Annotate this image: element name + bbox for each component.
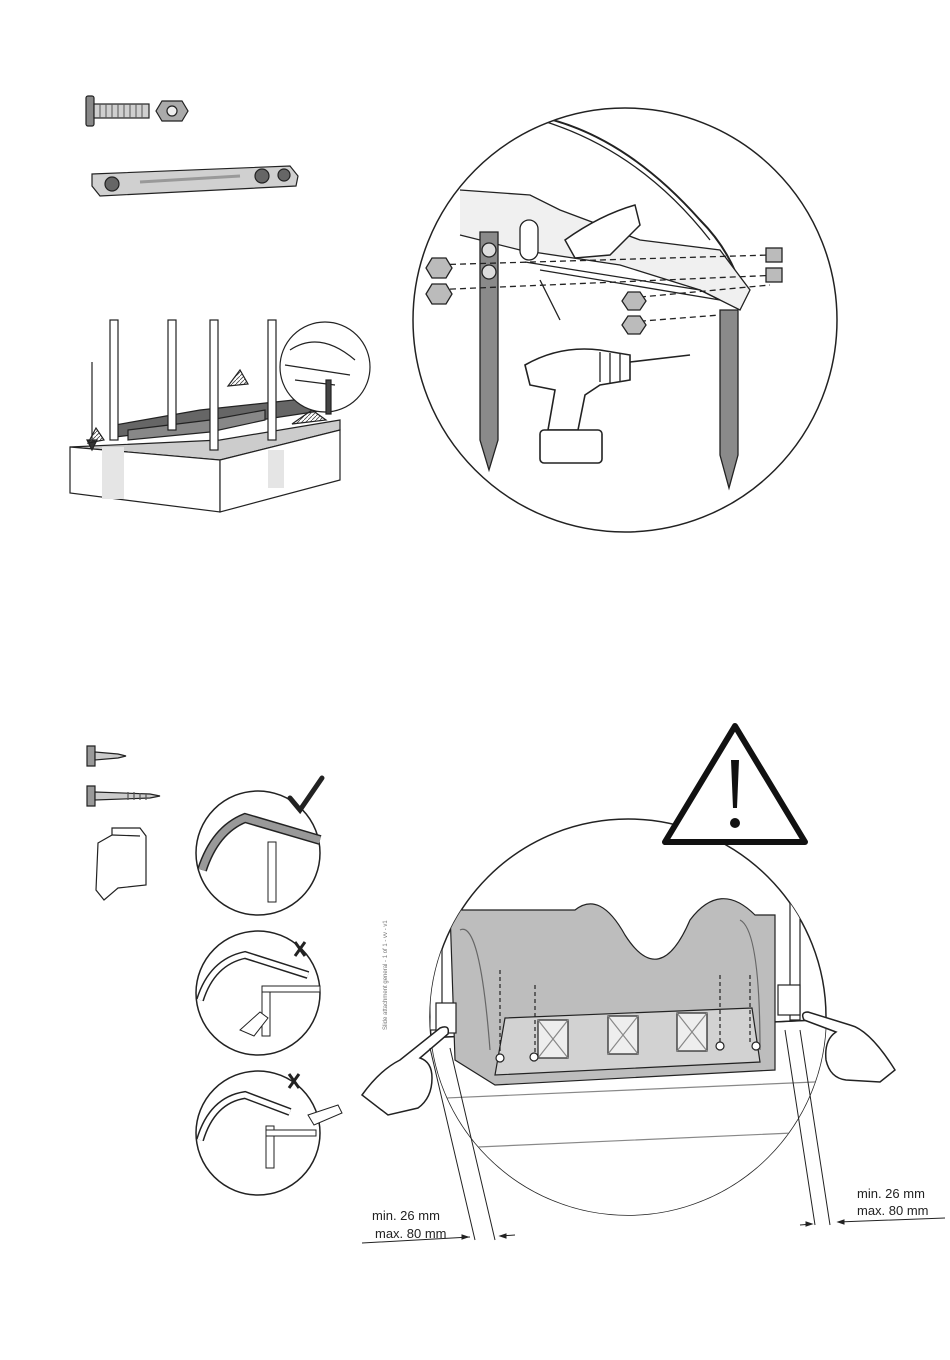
right-min-dimension-label: min. 26 mm <box>857 1186 925 1202</box>
nut-part <box>156 101 188 121</box>
checkmark-icon <box>290 778 322 810</box>
tiny-side-caption: Slide attachment general - 1 of 1 - vv -… <box>383 920 389 1030</box>
metal-bracket-bar <box>92 166 298 196</box>
frame-overview-sketch <box>70 320 370 512</box>
left-min-dimension-label: min. 26 mm <box>372 1208 440 1224</box>
metal-clip-part <box>96 828 146 900</box>
warning-triangle-icon <box>665 726 805 842</box>
right-max-dimension-label: max. 80 mm <box>857 1203 929 1219</box>
left-max-dimension-label: max. 80 mm <box>375 1226 447 1242</box>
short-screw-part <box>87 746 126 766</box>
long-screw-part <box>87 786 160 806</box>
bolt-part <box>86 96 149 126</box>
incorrect-fit-detail-2 <box>196 1071 342 1195</box>
